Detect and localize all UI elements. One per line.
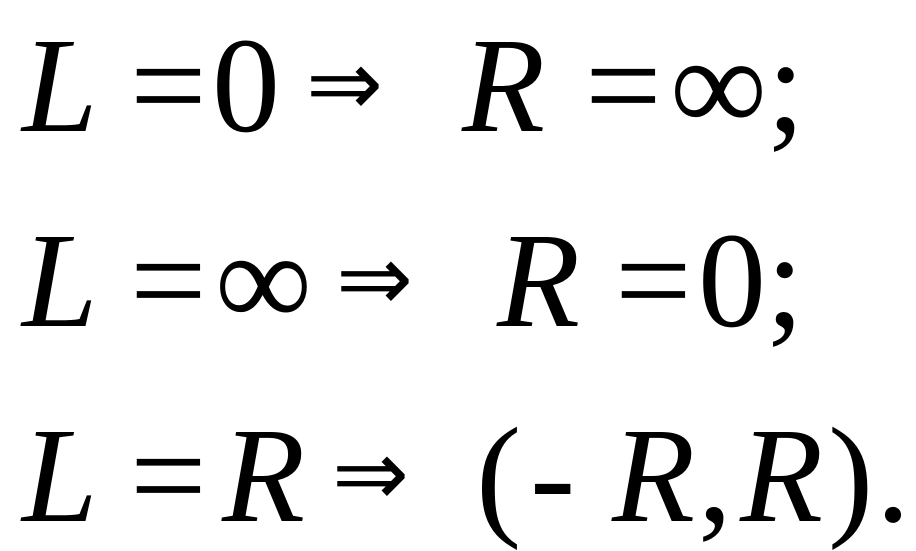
var-l: L — [22, 206, 98, 356]
value-zero: 0 — [212, 11, 280, 161]
equals-sign: = — [130, 401, 207, 551]
equals-sign: = — [130, 11, 207, 161]
open-paren: ( — [476, 401, 522, 551]
equals-sign: = — [130, 206, 207, 356]
var-r: R — [497, 206, 581, 356]
var-r: R — [740, 401, 824, 551]
value-infinity: ∞ — [215, 206, 312, 356]
var-l: L — [22, 11, 98, 161]
var-l: L — [22, 401, 98, 551]
var-r: R — [222, 401, 306, 551]
comma: , — [698, 401, 732, 551]
var-r: R — [612, 401, 696, 551]
value-infinity: ∞; — [670, 11, 805, 161]
close-paren: ) — [828, 401, 874, 551]
minus-sign: - — [530, 401, 576, 551]
value-zero: 0; — [698, 206, 804, 356]
implies-arrow-icon: ⇒ — [332, 420, 410, 527]
var-r: R — [462, 11, 546, 161]
implies-arrow-icon: ⇒ — [336, 225, 414, 332]
equals-sign: = — [585, 11, 662, 161]
equals-sign: = — [615, 206, 692, 356]
period: . — [876, 401, 910, 551]
implies-arrow-icon: ⇒ — [306, 30, 384, 137]
